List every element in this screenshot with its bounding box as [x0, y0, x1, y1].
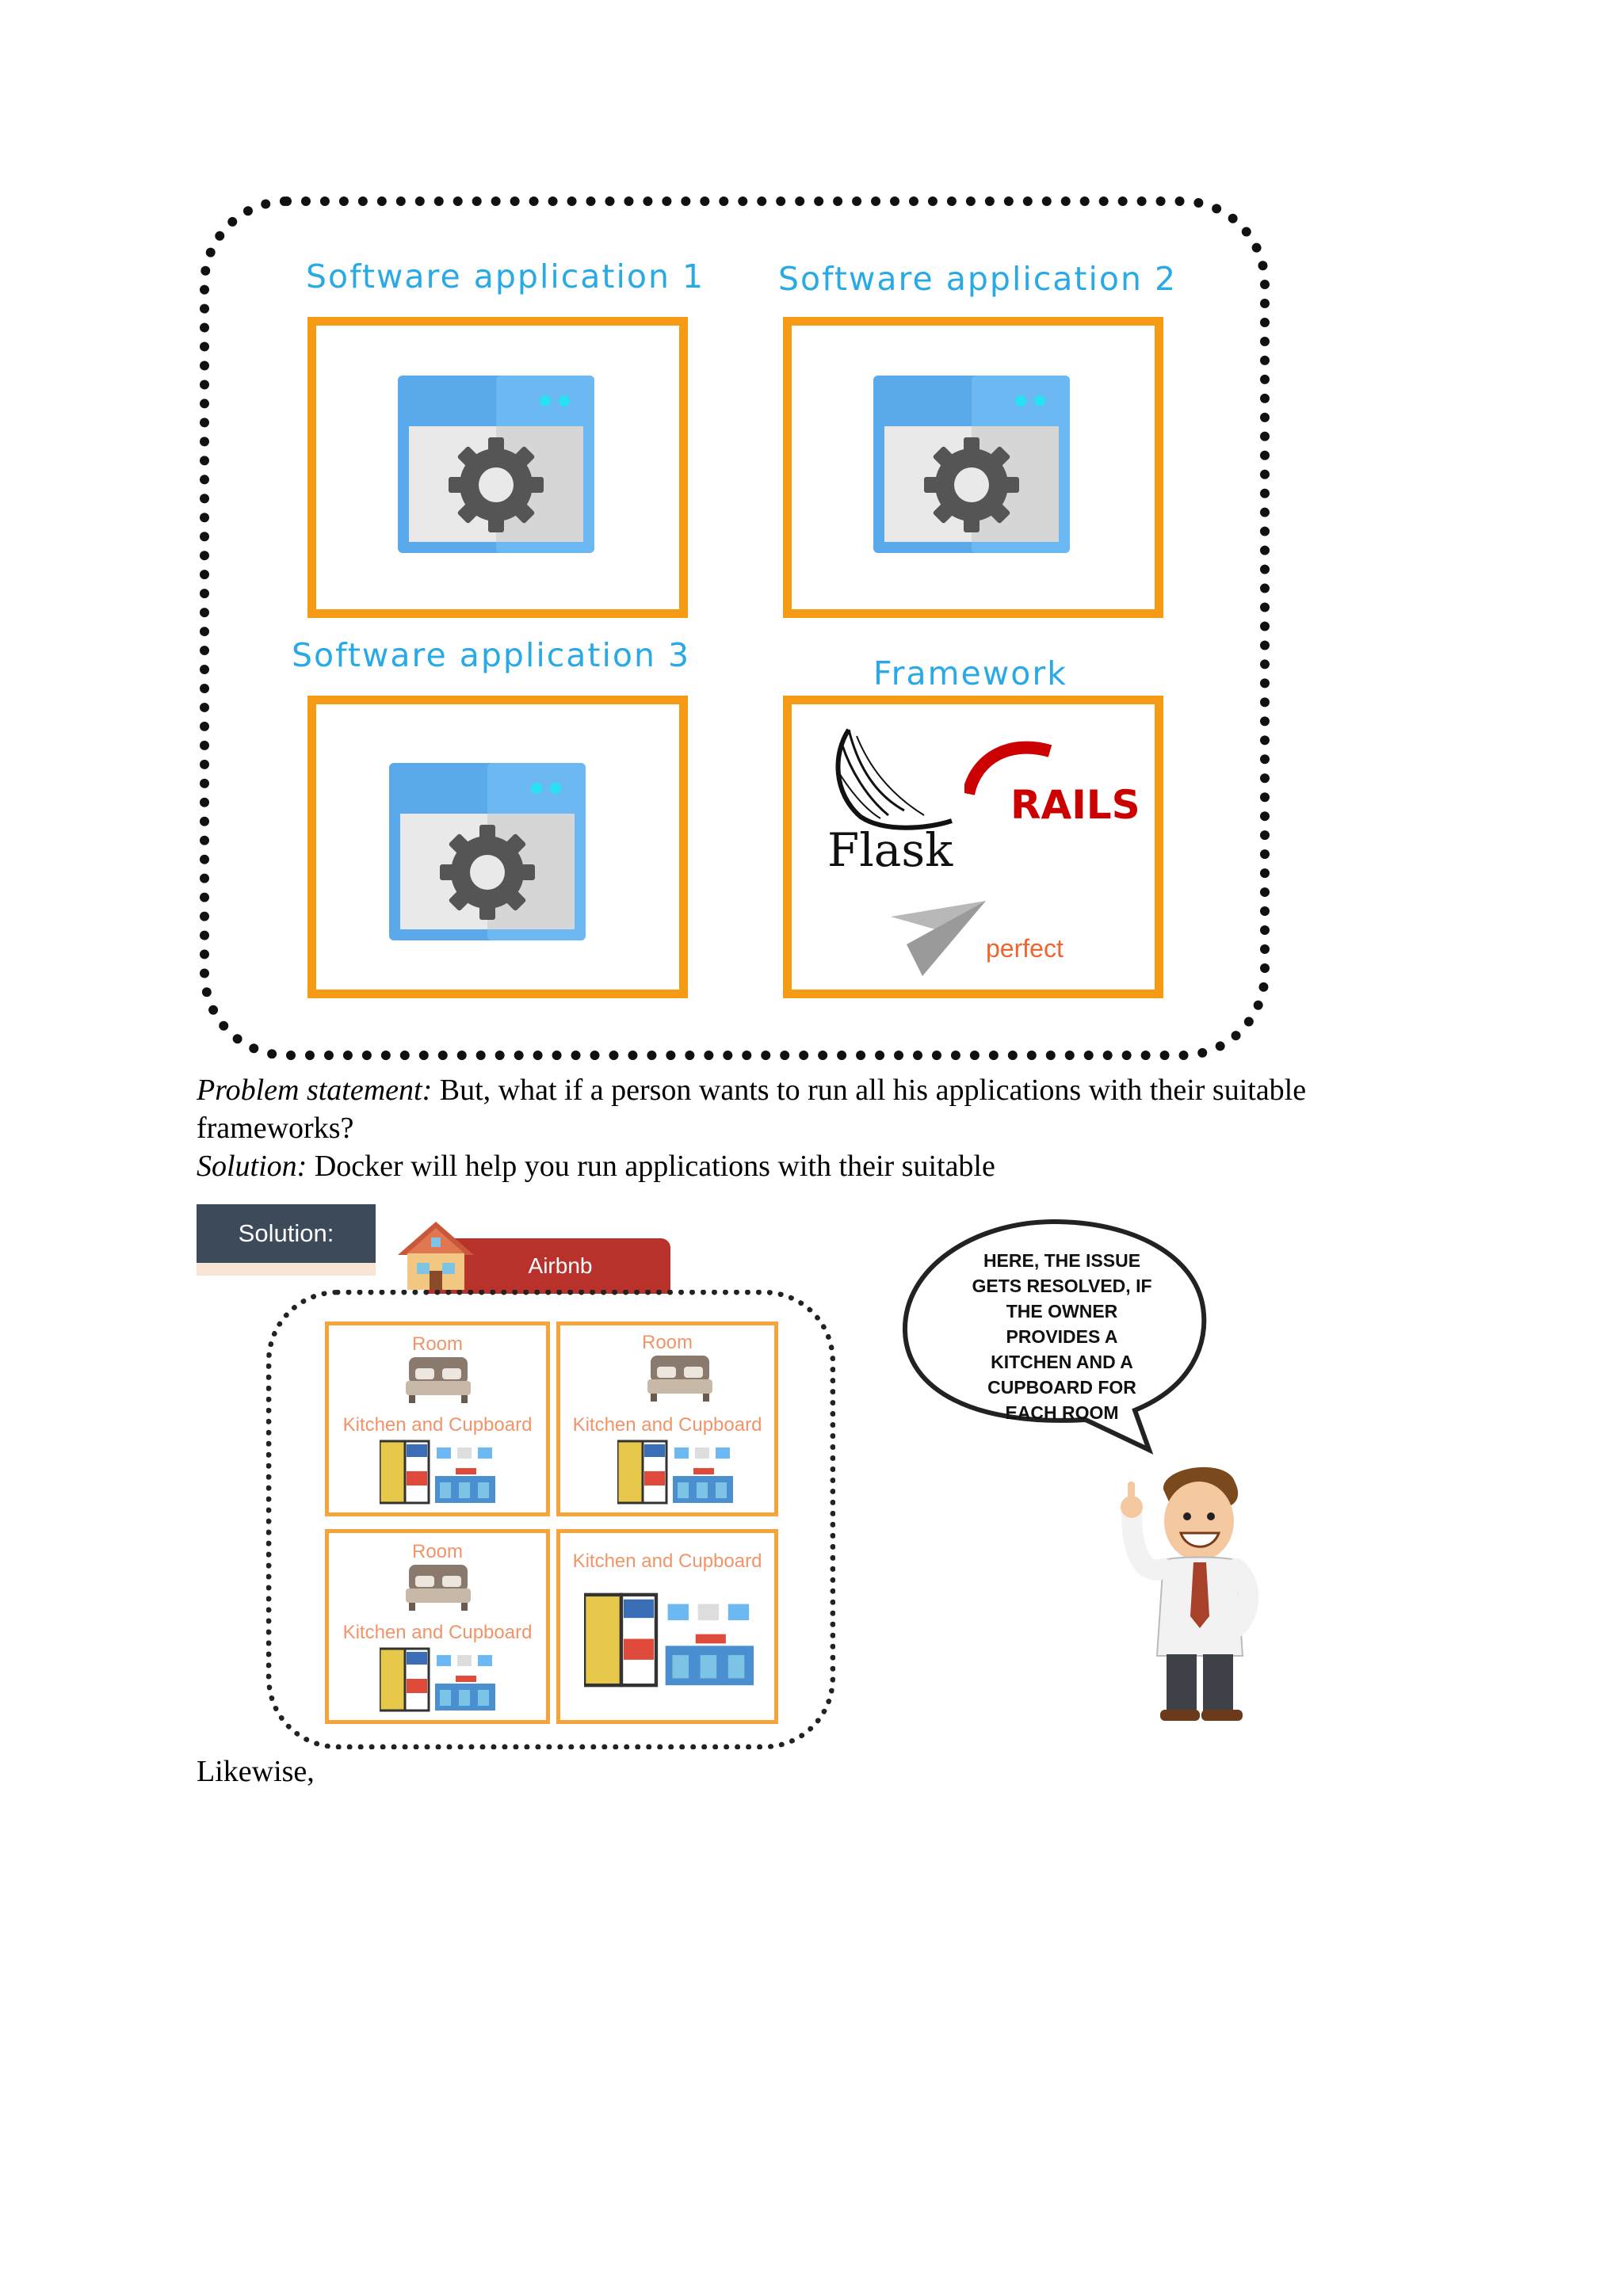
- room-cell-4: Kitchen and Cupboard: [556, 1529, 778, 1724]
- solution-tab: Solution:: [197, 1204, 376, 1263]
- solution-line: Solution: Docker will help you run appli…: [197, 1147, 995, 1185]
- bed-icon: [406, 1565, 471, 1611]
- framework-box: Flask RAILS perfect: [783, 696, 1163, 998]
- speech-line: KITCHEN AND A: [991, 1352, 1133, 1372]
- likewise-text: Likewise,: [197, 1755, 315, 1788]
- kitchen-label: Kitchen and Cupboard: [572, 1414, 762, 1436]
- room-label: Room: [411, 1333, 464, 1355]
- app-window-icon: [873, 376, 1070, 553]
- problem-text: But, what if a person wants to run all h…: [432, 1074, 1307, 1107]
- kitchen-label: Kitchen and Cupboard: [572, 1550, 762, 1572]
- speech-line: GETS RESOLVED, IF: [972, 1276, 1152, 1296]
- bed-icon: [647, 1356, 712, 1402]
- speech-line: HERE, THE ISSUE: [983, 1250, 1141, 1271]
- app3-box: [307, 696, 688, 998]
- gear-icon: [440, 825, 535, 920]
- figure1-dotted-border: [200, 196, 1270, 1060]
- speech-line: PROVIDES A: [1006, 1326, 1118, 1347]
- gear-icon: [924, 437, 1019, 532]
- airbnb-banner: [428, 1238, 670, 1294]
- app1-box: [307, 317, 688, 618]
- businessman-illustration: [1121, 1466, 1259, 1721]
- flask-label: Flask: [827, 823, 953, 877]
- room-label: Room: [641, 1332, 693, 1353]
- speech-line: EACH ROOM: [1005, 1402, 1119, 1423]
- room-label: Room: [411, 1541, 464, 1562]
- cupboard-kitchen-icon: [380, 1647, 495, 1712]
- solution-tab-underline: [197, 1263, 376, 1276]
- app2-title: Software application 2: [778, 260, 1178, 298]
- app-window-icon: [398, 376, 594, 553]
- cupboard-kitchen-icon: [380, 1440, 495, 1505]
- problem-statement-line2: frameworks?: [197, 1112, 354, 1145]
- solution-text: Docker will help you run applications wi…: [307, 1150, 995, 1183]
- speech-bubble-text: HERE, THE ISSUE GETS RESOLVED, IF THE OW…: [935, 1248, 1189, 1425]
- flask-logo: [835, 728, 953, 830]
- room-cell-3: Room Kitchen and Cupboard: [325, 1529, 550, 1724]
- app1-title: Software application 1: [306, 257, 705, 296]
- figure2-dotted-border: [266, 1290, 835, 1749]
- solution-label: Solution:: [197, 1150, 307, 1183]
- rails-arc: [964, 741, 1052, 795]
- speech-line: THE OWNER: [1006, 1301, 1118, 1322]
- app3-title: Software application 3: [292, 636, 691, 674]
- airbnb-label: Airbnb: [528, 1253, 593, 1278]
- problem-statement-line1: Problem statement: But, what if a person…: [197, 1071, 1306, 1109]
- room-cell-2: Room Kitchen and Cupboard: [556, 1322, 778, 1516]
- kitchen-label: Kitchen and Cupboard: [342, 1622, 533, 1643]
- speech-line: CUPBOARD FOR: [987, 1377, 1136, 1398]
- perfect-label: perfect: [986, 934, 1064, 963]
- gear-icon: [449, 437, 544, 532]
- speech-bubble: [902, 1219, 1207, 1455]
- app2-box: [783, 317, 1163, 618]
- house-icon: [398, 1222, 474, 1290]
- room-cell-1: Room Kitchen and Cupboard: [325, 1322, 550, 1516]
- problem-label: Problem statement:: [197, 1074, 433, 1107]
- bed-icon: [406, 1357, 471, 1403]
- rails-logo: RAILS: [1010, 782, 1140, 828]
- perfect-logo: [891, 901, 986, 976]
- cupboard-kitchen-icon: [584, 1592, 754, 1688]
- app-window-icon: [389, 763, 586, 940]
- framework-title: Framework: [873, 654, 1067, 692]
- cupboard-kitchen-icon: [617, 1440, 733, 1505]
- kitchen-label: Kitchen and Cupboard: [342, 1414, 533, 1436]
